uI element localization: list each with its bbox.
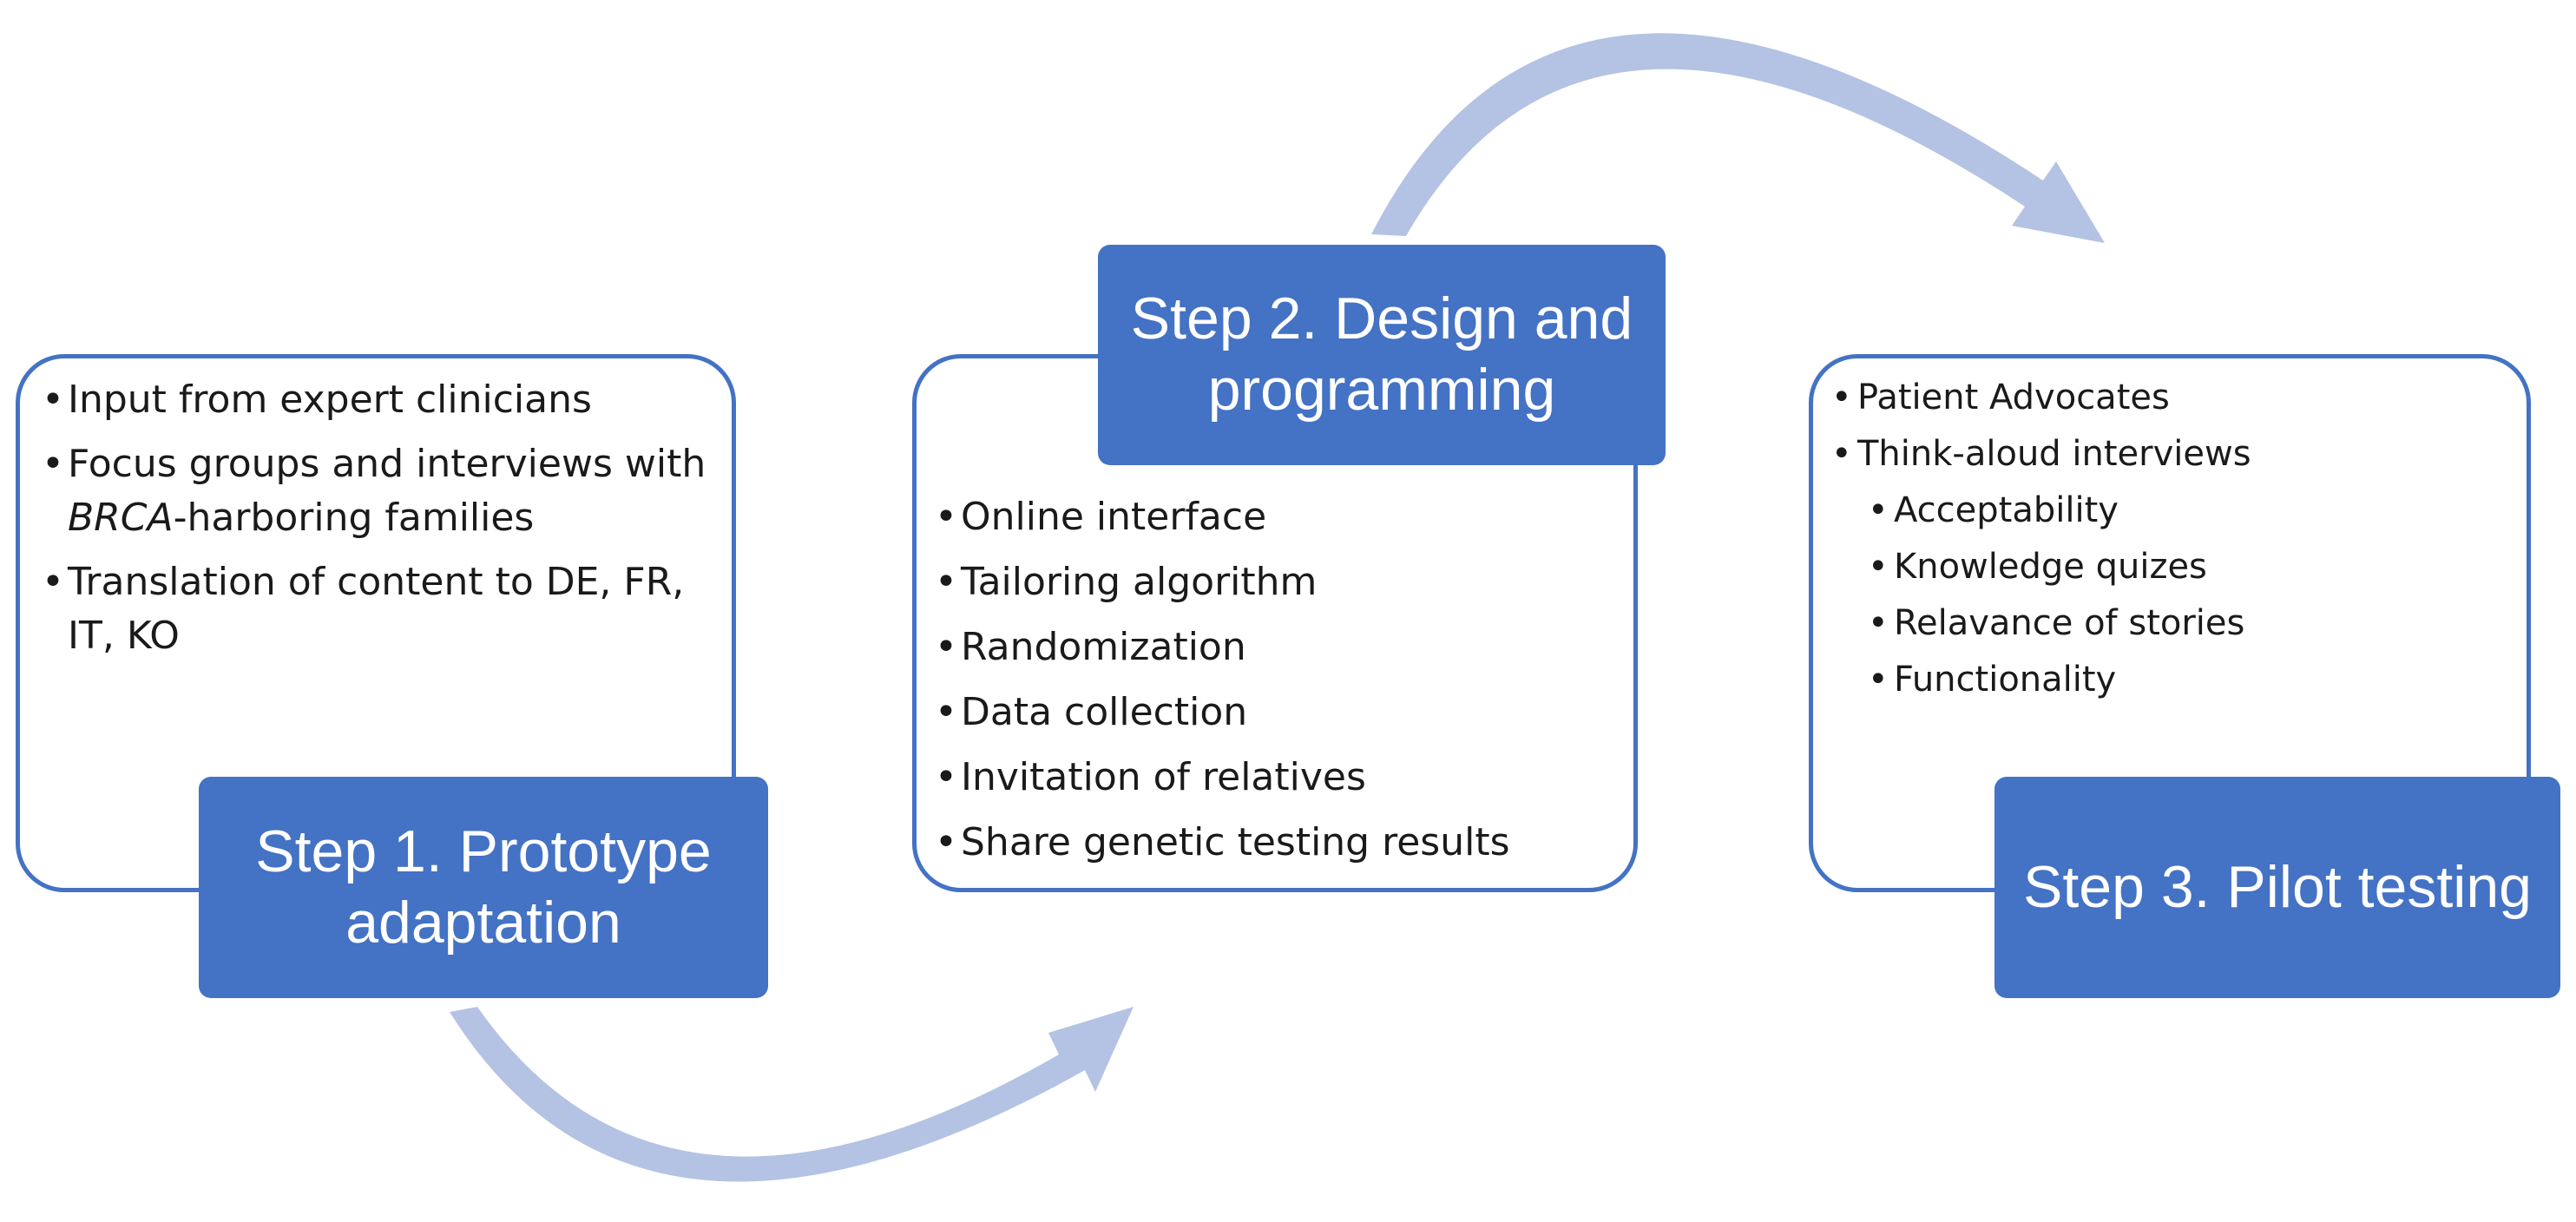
- sub-list-item: Relavance of stories: [1864, 595, 2505, 652]
- sub-list-item: Knowledge quizes: [1864, 539, 2505, 595]
- step2-bullet-list: Online interface Tailoring algorithm Ran…: [931, 484, 1626, 875]
- list-item: Tailoring algorithm: [931, 549, 1626, 614]
- step2-title-box: Step 2. Design and programming: [1098, 245, 1666, 465]
- list-item: Randomization: [931, 614, 1626, 680]
- step2-title: Step 2. Design and programming: [1130, 286, 1633, 423]
- step3-title-box: Step 3. Pilot testing: [1994, 777, 2560, 998]
- gene-name: BRCA: [68, 496, 174, 540]
- list-item: Data collection: [931, 680, 1626, 745]
- arrow-step1-to-step2: [450, 1007, 1134, 1182]
- list-item: Online interface: [931, 484, 1626, 549]
- list-item: Invitation of relatives: [931, 745, 1626, 810]
- sub-list-item: Functionality: [1864, 652, 2505, 708]
- list-item: Focus groups and interviews with BRCA-ha…: [38, 437, 715, 545]
- arrow-step2-to-step3: [1371, 33, 2105, 243]
- list-item: Think-aloud interviews: [1828, 426, 2505, 483]
- sub-list-item: Acceptability: [1864, 483, 2505, 539]
- list-item: Share genetic testing results: [931, 810, 1626, 875]
- list-item: Input from expert clinicians: [38, 373, 715, 427]
- step3-bullet-list: Patient Advocates Think-aloud interviews…: [1828, 370, 2505, 708]
- list-item: Translation of content to DE, FR, IT, KO: [38, 555, 715, 663]
- step3-title: Step 3. Pilot testing: [2023, 853, 2532, 920]
- step1-title: Step 1. Prototype adaptation: [255, 818, 712, 956]
- step1-title-box: Step 1. Prototype adaptation: [199, 777, 768, 998]
- step1-bullet-list: Input from expert clinicians Focus group…: [38, 373, 715, 673]
- list-item: Patient Advocates: [1828, 370, 2505, 426]
